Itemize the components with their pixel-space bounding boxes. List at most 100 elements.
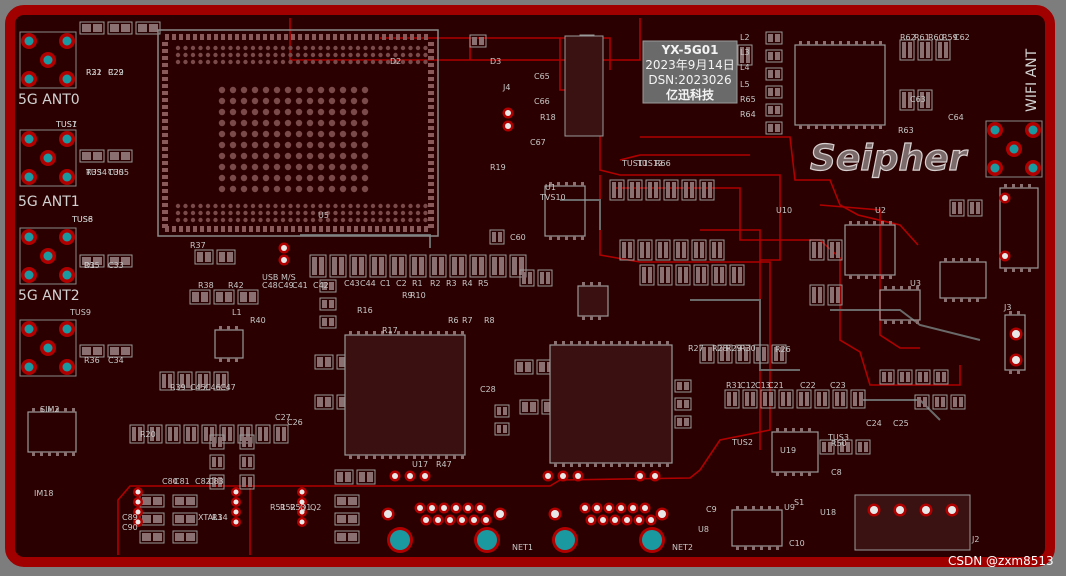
chip-pad — [775, 124, 780, 132]
bga-edge-pad — [291, 34, 295, 40]
chip-pad — [859, 392, 863, 406]
bga-ball — [273, 217, 278, 223]
refdes-label: R60 — [928, 33, 944, 42]
chip-pad — [712, 242, 716, 258]
bga-ball — [306, 141, 314, 149]
chip-pad — [740, 47, 744, 63]
bga-ball — [295, 59, 301, 65]
refdes-label: C90 — [122, 523, 138, 532]
chip-pad — [775, 88, 780, 96]
chip-pad — [339, 257, 344, 275]
bga-ball — [339, 130, 347, 138]
ic-pin — [48, 408, 51, 412]
bga-edge-pad — [428, 154, 434, 158]
via-hole — [648, 517, 654, 523]
ic-pin — [365, 455, 368, 459]
refdes-label: R5 — [478, 279, 489, 288]
bga-edge-pad — [162, 126, 168, 130]
ic-pin — [1028, 268, 1031, 272]
bga-edge-pad — [228, 34, 232, 40]
chip-pad — [682, 242, 686, 258]
bga-ball — [240, 86, 248, 94]
via-hole — [281, 257, 287, 263]
chip-pad — [175, 497, 184, 505]
chip-pad — [497, 425, 501, 433]
bga-ball — [218, 185, 226, 193]
bga-ball — [250, 210, 256, 216]
refdes-label: S1 — [794, 498, 804, 507]
ic-pin — [349, 331, 352, 335]
chip-outline — [239, 434, 255, 450]
refdes-label: U2 — [875, 206, 886, 215]
chip-pad — [121, 257, 130, 265]
refdes-label: C44 — [360, 279, 376, 288]
antenna-via — [62, 232, 72, 242]
ic-outline — [844, 224, 896, 276]
bga-ball — [361, 185, 369, 193]
via-hole — [594, 505, 600, 511]
chip-outline — [675, 264, 691, 286]
ic-pin — [760, 506, 763, 510]
refdes-label: Q2 — [310, 503, 321, 512]
chip-outline — [209, 454, 225, 470]
bga-ball — [415, 52, 421, 58]
chip-pad — [132, 427, 136, 441]
ic-pin — [557, 182, 560, 186]
bga-ball — [250, 59, 256, 65]
chip-pad — [225, 292, 232, 302]
refdes-label: C33 — [108, 261, 124, 270]
chip-outline — [627, 179, 643, 201]
bga-ball — [325, 217, 331, 223]
ic-pin — [752, 546, 755, 550]
chip-pad — [677, 400, 682, 408]
refdes-label: C89 — [122, 513, 138, 522]
bga-ball — [303, 203, 308, 209]
chip-pad — [702, 267, 706, 283]
chip-outline — [814, 389, 830, 409]
chip-pad — [676, 242, 680, 258]
ic-pin — [405, 331, 408, 335]
chip-pad — [345, 472, 351, 482]
antenna-via — [24, 270, 34, 280]
bga-ball — [350, 86, 358, 94]
ic-pin — [863, 125, 866, 129]
chip-outline — [489, 229, 505, 245]
bga-ball — [408, 210, 413, 216]
chip-pad — [322, 300, 327, 308]
chip-pad — [337, 533, 346, 541]
bga-ball — [310, 210, 316, 216]
copper-traces — [117, 18, 981, 555]
via-hole — [652, 473, 658, 479]
ic-pin — [855, 125, 858, 129]
bga-ball — [175, 203, 181, 209]
chip-outline — [429, 254, 447, 278]
chip-pad — [902, 92, 906, 108]
bga-ball — [370, 59, 376, 65]
chip-outline — [765, 121, 783, 135]
ic-pin — [889, 221, 892, 225]
bga-ball — [415, 45, 421, 51]
ic-pin — [413, 455, 416, 459]
refdes-label: U3 — [910, 279, 921, 288]
ic-pin — [40, 452, 43, 456]
refdes-label: R8 — [484, 316, 495, 325]
refdes-label: C42 — [313, 281, 329, 290]
ic-pin — [666, 463, 669, 467]
refdes-label: C27 — [275, 413, 291, 422]
ic-pin — [768, 506, 771, 510]
bga-edge-pad — [347, 34, 351, 40]
chip-outline — [681, 179, 697, 201]
bga-edge-pad — [200, 34, 204, 40]
bga-ball — [198, 203, 203, 209]
ic-pin — [976, 298, 979, 302]
bga-edge-pad — [410, 226, 414, 232]
ic-pin — [908, 286, 911, 290]
refdes-label: D3 — [490, 57, 501, 66]
chip-pad — [492, 257, 497, 275]
via-hole — [135, 519, 141, 525]
refdes-label: XTAL1 — [198, 513, 223, 522]
bga-ball — [251, 86, 259, 94]
via-hole — [1002, 195, 1008, 201]
ic-pin — [626, 463, 629, 467]
bga-ball — [385, 45, 391, 51]
